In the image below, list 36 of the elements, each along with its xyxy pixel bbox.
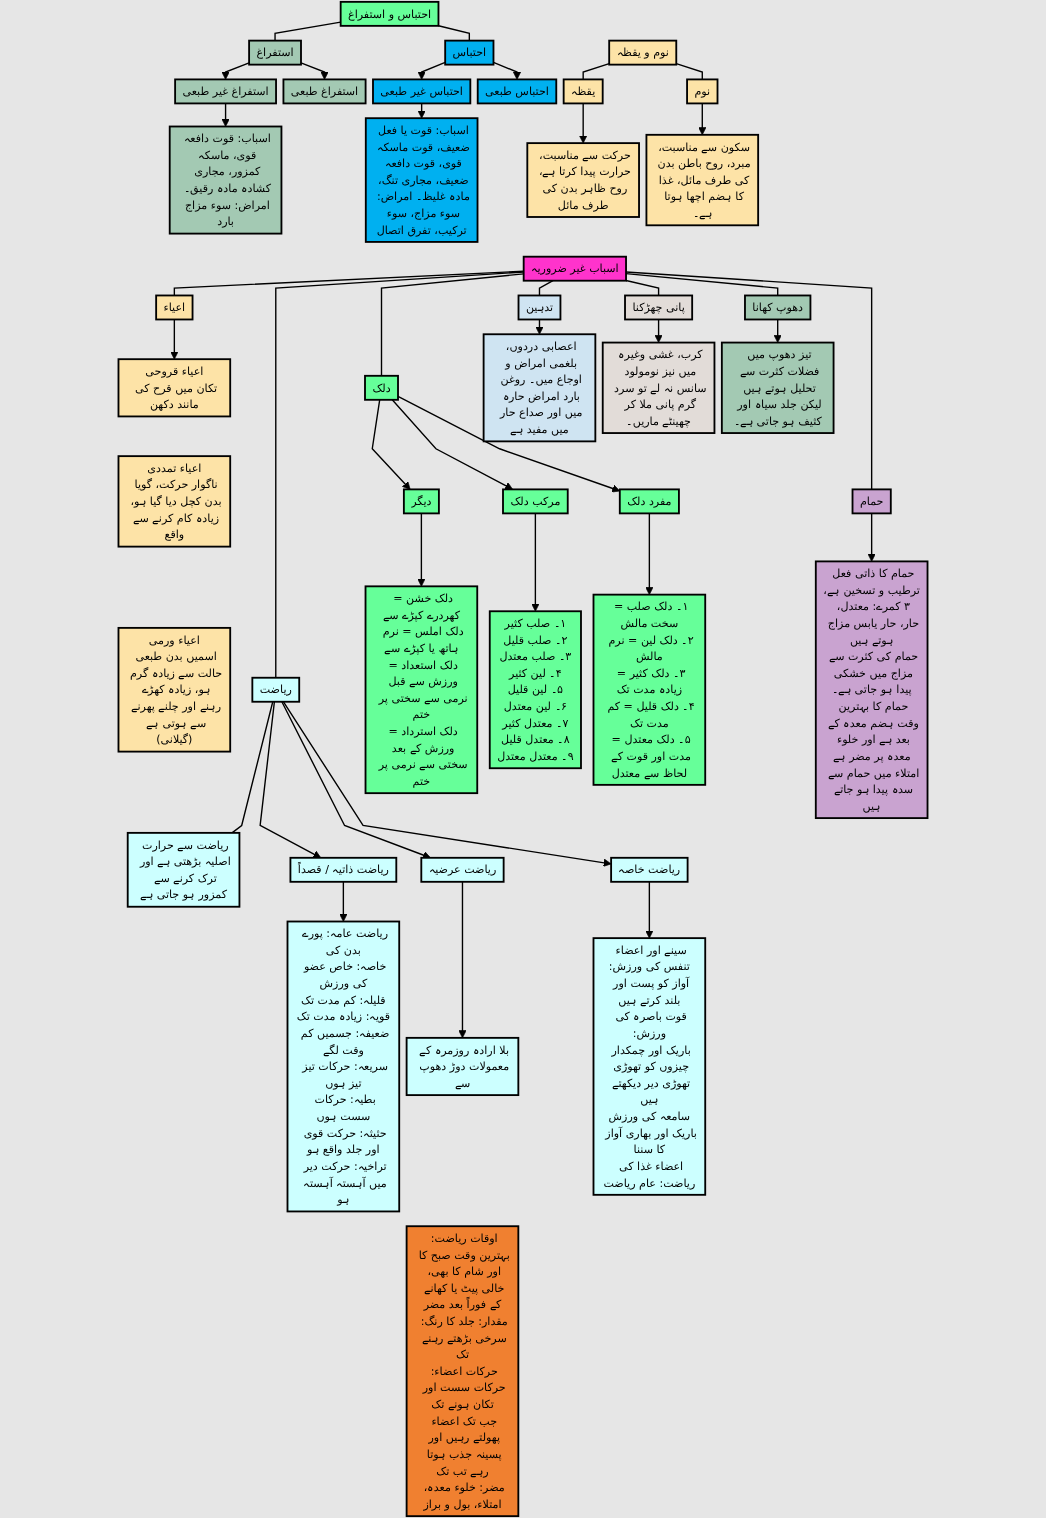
connector — [274, 21, 342, 42]
connector — [380, 273, 525, 377]
arrow — [535, 318, 544, 335]
connector — [625, 272, 779, 297]
connector — [675, 62, 703, 81]
arrow — [654, 318, 663, 343]
arrow — [259, 701, 322, 859]
arrow — [371, 399, 411, 490]
arrow — [579, 102, 588, 144]
arrow — [339, 881, 348, 922]
arrow — [773, 318, 782, 343]
arrow — [867, 512, 876, 562]
arrow — [221, 102, 230, 127]
arrow — [397, 395, 621, 493]
arrow — [531, 512, 540, 612]
connector — [625, 279, 660, 297]
arrow — [417, 102, 426, 119]
connector — [275, 271, 525, 679]
arrow — [492, 61, 522, 80]
connector — [538, 280, 554, 297]
arrow — [698, 102, 707, 136]
arrow — [300, 62, 329, 80]
connector — [173, 270, 525, 297]
arrow — [281, 701, 431, 860]
arrow — [391, 399, 514, 490]
arrow — [282, 701, 612, 867]
arrow — [645, 512, 654, 595]
arrow — [645, 881, 654, 939]
connector — [231, 701, 274, 834]
arrow — [417, 61, 446, 80]
connector — [582, 62, 610, 81]
connector — [437, 25, 471, 42]
arrow — [221, 62, 250, 80]
arrow — [458, 881, 467, 1039]
arrow — [170, 318, 179, 360]
arrow — [417, 512, 426, 587]
